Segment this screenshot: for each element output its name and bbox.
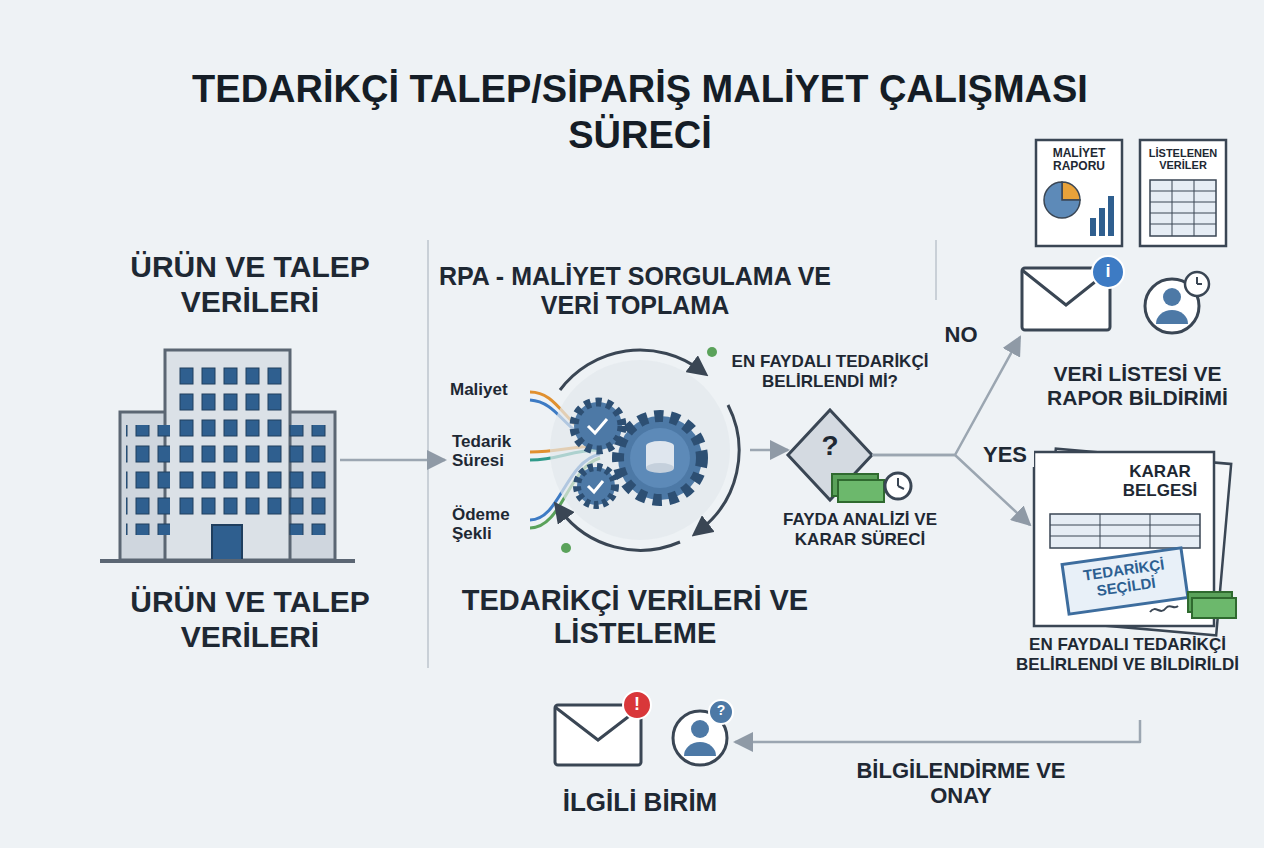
report-documents-part [1140,140,1226,246]
notify-icons-part [1092,256,1124,288]
node-text: RPA - MALİYET SORGULAMA VE VERİ TOPLAMA [435,262,835,320]
decision-document-part [1050,514,1200,548]
building-icon-part [212,525,242,560]
node-text: FAYDA ANALİZİ VE KARAR SÜRECİ [760,510,960,549]
node-text: İLGİLİ BİRİM [520,788,760,818]
unit-icons-part [623,691,651,719]
callout-label: Ödeme Şekli [452,505,524,543]
flow-arrow [340,459,445,462]
notify-icons-part [1163,288,1181,306]
flow-arrow [750,449,788,452]
callout-label: Maliyet [450,380,530,399]
callout-label: LİSTELENEN VERİLER [1141,147,1225,172]
unit-icons [555,691,733,765]
rpa-gears-part [707,347,717,357]
notify-icons-part [1197,277,1202,284]
separator-line [427,240,429,668]
report-documents-part [1062,182,1080,200]
report-documents-part [1108,196,1114,236]
report-documents-part [1099,208,1105,236]
decision-document-part [1192,598,1236,618]
notify-icons-part [1185,272,1209,296]
node-text: ÜRÜN VE TALEP VERİLERİ [95,250,405,319]
report-documents-part [1150,180,1216,236]
rpa-gears-part [550,360,730,540]
callout-label: ! [622,694,652,714]
building-icon-part [126,425,170,535]
rpa-gears-part [588,481,603,492]
decision-icon-part [885,473,911,499]
decision-document-part [1050,514,1200,548]
rpa-gears-part [561,543,571,553]
node-text: EN FAYDALI TEDARİKÇİ BELİRLENDİ Mİ? [705,352,955,391]
node-text: TEDARİKÇİ VERİLERİ VE LİSTELEME [435,584,835,651]
building-icon-part [165,350,290,560]
process-group: ÜRÜN VE TALEP VERİLERİ ÜRÜN VE TALEP VERİ… [95,250,405,665]
decision-document-part [1150,606,1178,612]
notify-icons [1022,256,1209,333]
node-text: EN FAYDALI TEDARİKÇİ BELİRLENDİ VE BİLDİ… [1000,635,1255,674]
edge-label: BİLGİLENDİRME VE ONAY [838,758,1084,809]
rpa-gears-part [574,402,622,450]
separator-line [935,240,937,300]
decision-document [1034,449,1236,636]
decision-icon-part [838,480,884,502]
report-documents-part [1044,182,1080,218]
callout-label: i [1093,261,1123,281]
node-shape [550,695,735,777]
decision-icon-part [898,478,904,489]
callout-label: ? [815,430,845,461]
callout-label: ? [711,703,731,719]
notify-icons-part [1156,310,1188,324]
callout-label: Tedarik Süresi [452,432,524,470]
process-group: VERİ LİSTESİ VE RAPOR BİLDİRİMİ [1010,250,1255,420]
unit-icons-part [684,742,716,756]
building-icon [100,350,355,561]
process-group: EN FAYDALI TEDARİKÇİ BELİRLENDİ Mİ?FAYDA… [705,352,955,577]
callout-label: KARAR BELGESİ [1105,462,1215,500]
diagram-title: TEDARİKÇİ TALEP/SİPARİŞ MALİYET ÇALIŞMAS… [190,66,1090,159]
rpa-gears [550,347,739,553]
building-icon-part [289,425,333,535]
rpa-gears-part [618,416,702,500]
node-shape [115,360,340,560]
edge-label: YES [976,442,1034,467]
node-text: ÜRÜN VE TALEP VERİLERİ [95,585,405,654]
report-documents-part [1036,140,1122,246]
rpa-gears-part [577,467,615,505]
report-documents [1036,140,1226,246]
rpa-gears-part [630,428,690,488]
unit-icons-part [709,700,733,724]
rpa-gears-part [588,419,607,433]
node-shape [1020,255,1215,337]
report-documents-part [1150,180,1216,236]
building-icon-part [177,362,287,522]
flow-arrow [735,720,1140,742]
callout-label: MALİYET RAPORU [1040,147,1118,174]
decision-document-part [1062,548,1188,614]
node-text: VERİ LİSTESİ VE RAPOR BİLDİRİMİ [1020,362,1255,410]
report-documents-part [1090,218,1096,236]
unit-icons-part [691,720,709,738]
edge-label: NO [936,322,986,347]
rpa-gears-part [646,463,674,473]
building-icon-part [100,559,355,563]
